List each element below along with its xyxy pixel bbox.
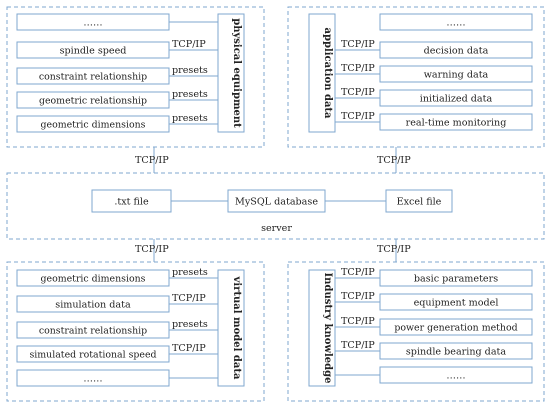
virtual-model-data-title-box	[217, 269, 245, 387]
ik-item-4-label: ……	[446, 371, 465, 382]
ad-item-0	[379, 13, 533, 31]
ik-item-3-label: spindle bearing data	[406, 347, 507, 358]
server-section: .txt file MySQL database Excel file serv…	[91, 189, 453, 234]
vm-item-3-label: simulated rotational speed	[29, 350, 156, 361]
physical-equipment-title-box	[217, 13, 245, 133]
vm-link-3-label: TCP/IP	[172, 343, 206, 354]
vm-item-1-label: simulation data	[55, 300, 131, 311]
vm-item-4-label: ……	[83, 374, 102, 385]
physical-equipment-title: physical equipment	[231, 18, 242, 128]
application-data-title: application data	[322, 27, 333, 119]
virtual-model-data-group	[6, 261, 265, 402]
ad-item-1-label: decision data	[424, 46, 489, 57]
mysql-database-label: MySQL database	[235, 197, 318, 208]
connector-label-bottom-left: TCP/IP	[135, 244, 169, 255]
ad-item-0-label: ……	[446, 18, 465, 29]
vm-link-1-label: TCP/IP	[172, 293, 206, 304]
ik-item-0	[379, 269, 533, 287]
ik-item-2-label: power generation method	[394, 323, 517, 334]
industry-knowledge-section: Industry knowledge TCP/IP basic paramete…	[308, 267, 533, 387]
pe-link-3-label: presets	[172, 89, 208, 100]
physical-equipment-section: …… spindle speed TCP/IP constraint relat…	[16, 13, 245, 133]
connector-label-bottom-right: TCP/IP	[377, 244, 411, 255]
vm-item-0-label: geometric dimensions	[41, 274, 146, 285]
pe-link-2-label: presets	[172, 65, 208, 76]
application-data-section: application data …… TCP/IP decision data…	[308, 13, 533, 133]
ik-item-2	[379, 318, 533, 336]
virtual-model-data-title: virtual model data	[231, 276, 242, 381]
ad-item-2	[379, 65, 533, 83]
vm-link-2-label: presets	[172, 319, 208, 330]
vm-item-2-label: constraint relationship	[39, 326, 147, 337]
pe-item-2-label: constraint relationship	[39, 72, 147, 83]
ik-item-0-label: basic parameters	[414, 274, 498, 285]
ad-link-4-label: TCP/IP	[341, 111, 375, 122]
industry-knowledge-title-box	[308, 269, 336, 387]
application-data-title-box	[308, 13, 336, 133]
txt-file-label: .txt file	[114, 197, 149, 208]
ad-item-3-label: initialized data	[420, 94, 493, 105]
pe-link-1-label: TCP/IP	[172, 39, 206, 50]
ik-item-4	[379, 366, 533, 384]
ad-item-1	[379, 41, 533, 59]
pe-item-1-label: spindle speed	[60, 46, 127, 57]
virtual-model-data-section: geometric dimensions presets simulation …	[16, 267, 245, 387]
pe-item-3-label: geometric relationship	[39, 96, 147, 107]
industry-knowledge-title: Industry knowledge	[322, 272, 333, 383]
pe-link-4-label: presets	[172, 113, 208, 124]
ad-item-4	[379, 113, 533, 131]
application-data-group	[287, 6, 545, 148]
industry-knowledge-group	[287, 261, 545, 402]
ik-link-3-label: TCP/IP	[341, 340, 375, 351]
ik-link-2-label: TCP/IP	[341, 316, 375, 327]
ad-item-3	[379, 89, 533, 107]
connector-label-top-left: TCP/IP	[135, 155, 169, 166]
ad-link-1-label: TCP/IP	[341, 39, 375, 50]
excel-file-box	[385, 189, 453, 213]
ad-link-2-label: TCP/IP	[341, 63, 375, 74]
ik-link-1-label: TCP/IP	[341, 291, 375, 302]
ad-item-4-label: real-time monitoring	[406, 118, 507, 129]
server-group	[6, 172, 545, 240]
physical-equipment-group	[6, 6, 265, 148]
ik-item-3	[379, 342, 533, 360]
excel-file-label: Excel file	[397, 197, 442, 208]
ik-item-1-label: equipment model	[414, 298, 499, 309]
pe-item-4-label: geometric dimensions	[41, 120, 146, 131]
connector-label-top-right: TCP/IP	[377, 155, 411, 166]
ad-link-3-label: TCP/IP	[341, 87, 375, 98]
server-label: server	[261, 223, 292, 234]
pe-item-0-label: ……	[83, 18, 102, 29]
ik-item-1	[379, 293, 533, 311]
ik-link-0-label: TCP/IP	[341, 267, 375, 278]
ad-item-2-label: warning data	[424, 70, 489, 81]
vm-link-0-label: presets	[172, 267, 208, 278]
